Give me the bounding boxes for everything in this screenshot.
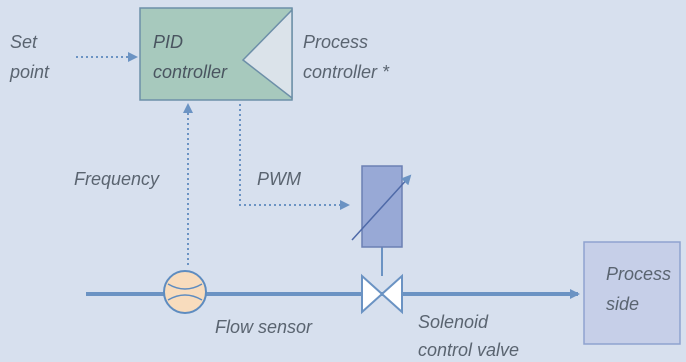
pid-label-line2: controller bbox=[153, 62, 228, 82]
pwm-signal-line bbox=[239, 104, 350, 210]
process-controller-label-line1: Process bbox=[303, 32, 369, 52]
set-point-label-line2: point bbox=[10, 62, 50, 82]
flow-sensor-icon bbox=[163, 270, 207, 314]
set-point-label-line1: Set bbox=[10, 32, 38, 52]
butterfly-valve-icon bbox=[361, 273, 403, 315]
flow-sensor-label: Flow sensor bbox=[215, 317, 313, 337]
process-side-label-line2: side bbox=[606, 294, 640, 314]
process-controller-label-line2: controller * bbox=[303, 62, 390, 82]
actuator-diagonal-arrow bbox=[351, 174, 412, 241]
pwm-label: PWM bbox=[257, 169, 301, 189]
frequency-label: Frequency bbox=[74, 169, 160, 189]
process-side-box bbox=[583, 241, 681, 345]
solenoid-valve-label-line2: control valve bbox=[418, 340, 520, 360]
triangle-icon bbox=[241, 8, 293, 100]
process-side-label-line1: Process bbox=[606, 264, 672, 284]
solenoid-valve-label-line1: Solenoid bbox=[418, 312, 489, 332]
pid-label-line1: PID bbox=[153, 32, 184, 52]
